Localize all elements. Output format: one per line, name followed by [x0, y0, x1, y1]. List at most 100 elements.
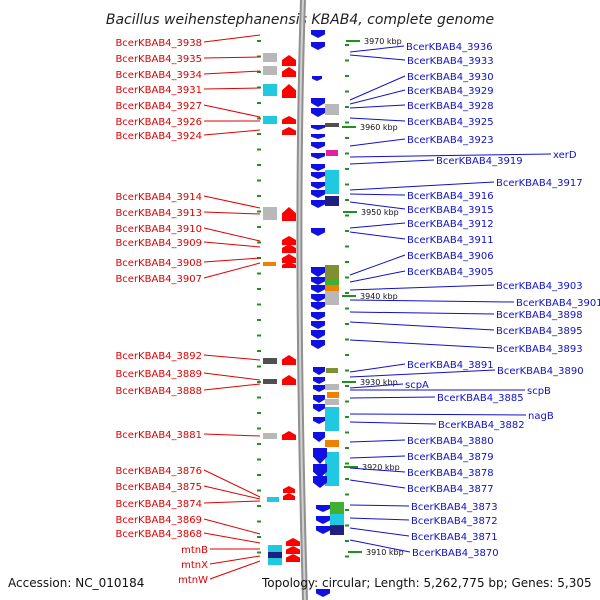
axis-tick [257, 350, 261, 352]
left-gene-leader-line [203, 500, 261, 504]
left-gene-leader-line [203, 56, 261, 59]
left-gene-leader-line [203, 70, 261, 75]
axis-tick [257, 427, 261, 430]
axis-tick [345, 245, 349, 248]
right-gene-label: BcerKBAB4_3923 [407, 135, 494, 146]
reverse-gene-arrow [311, 190, 325, 198]
gene-feature-block [325, 104, 339, 115]
left-gene-label: mtnW [178, 575, 208, 586]
kbp-tick-label: 3970 kbp [364, 37, 402, 46]
reverse-gene-arrow [311, 277, 325, 285]
left-gene-leader-line [203, 518, 261, 535]
right-gene-leader-line [349, 54, 406, 61]
reverse-gene-arrow [313, 367, 325, 375]
right-gene-label: nagB [528, 411, 554, 422]
axis-tick [257, 40, 261, 42]
left-gene-leader-line [203, 372, 261, 381]
axis-tick [257, 272, 261, 275]
forward-gene-arrow [282, 431, 296, 440]
forward-gene-arrow [283, 486, 295, 493]
axis-tick [257, 210, 261, 213]
axis-tick [345, 199, 349, 201]
reverse-gene-arrow [316, 516, 330, 524]
right-gene-label: BcerKBAB4_3906 [407, 251, 494, 262]
reverse-gene-arrow [313, 385, 325, 392]
right-gene-leader-line [349, 311, 495, 315]
reverse-gene-arrow [313, 377, 325, 384]
left-gene-label: BcerKBAB4_3910 [115, 224, 202, 235]
right-gene-leader-line [349, 45, 405, 53]
forward-gene-arrow [282, 116, 296, 124]
reverse-gene-arrow [311, 164, 325, 171]
left-gene-leader-line [203, 262, 261, 279]
right-gene-label: BcerKBAB4_3912 [407, 219, 494, 230]
kbp-tick-label: 3960 kbp [360, 123, 398, 132]
reverse-gene-arrow [311, 228, 325, 236]
axis-tick [345, 137, 349, 139]
right-gene-label: BcerKBAB4_3901 [516, 298, 600, 309]
axis-tick [345, 261, 349, 263]
right-gene-leader-line [349, 539, 411, 553]
axis-tick [345, 183, 349, 186]
accession-text: Accession: NC_010184 [8, 576, 144, 590]
axis-tick [345, 431, 349, 434]
axis-tick [257, 505, 261, 507]
reverse-gene-arrow [311, 200, 325, 208]
reverse-gene-arrow [311, 108, 325, 117]
axis-tick [257, 71, 261, 73]
kbp-tick-label: 3940 kbp [360, 292, 398, 301]
axis-tick [257, 117, 261, 120]
reverse-gene-arrow [311, 312, 325, 320]
right-gene-leader-line [349, 527, 410, 537]
left-gene-label: BcerKBAB4_3875 [115, 482, 202, 493]
left-gene-label: BcerKBAB4_3874 [115, 499, 202, 510]
left-gene-leader-line [203, 104, 261, 118]
gene-feature-block [330, 502, 344, 514]
forward-gene-arrow [282, 375, 296, 385]
axis-tick [345, 493, 349, 496]
axis-tick [257, 133, 261, 135]
right-gene-label: BcerKBAB4_3933 [407, 56, 494, 67]
reverse-gene-arrow [311, 172, 325, 179]
reverse-gene-arrow [311, 285, 325, 293]
right-gene-label: BcerKBAB4_3917 [496, 178, 583, 189]
gene-feature-block [267, 497, 279, 502]
axis-tick [345, 230, 349, 232]
left-gene-leader-line [209, 560, 261, 580]
right-gene-label: BcerKBAB4_3877 [407, 484, 494, 495]
forward-gene-arrow [283, 493, 295, 500]
right-gene-leader-line [349, 504, 410, 507]
right-gene-label: BcerKBAB4_3916 [407, 191, 494, 202]
left-gene-label: mtnX [181, 560, 208, 571]
right-gene-label: scpA [405, 380, 429, 391]
gene-features [263, 53, 344, 565]
right-gene-leader-line [349, 104, 406, 109]
right-gene-label: BcerKBAB4_3882 [438, 420, 525, 431]
axis-tick [345, 369, 349, 372]
left-gene-label: BcerKBAB4_3913 [115, 208, 202, 219]
left-gene-label: BcerKBAB4_3931 [115, 85, 202, 96]
left-gene-label: BcerKBAB4_3881 [115, 430, 202, 441]
gene-feature-block [263, 358, 277, 364]
reverse-gene-arrow [311, 134, 325, 139]
right-gene-leader-line [349, 339, 495, 349]
reverse-gene-arrow [312, 76, 322, 81]
axis-tick [257, 179, 261, 182]
gene-feature-block [330, 514, 344, 526]
left-gene-leader-line [209, 555, 261, 565]
axis-tick [257, 334, 261, 337]
forward-gene-arrow [282, 127, 296, 135]
axis-tick [257, 148, 261, 151]
right-gene-leader-line [349, 396, 436, 399]
forward-gene-arrow [282, 254, 296, 263]
right-gene-leader-line [349, 231, 406, 240]
forward-gene-arrow [282, 67, 296, 77]
gene-arrows [282, 30, 330, 597]
axis-tick [257, 536, 261, 538]
right-gene-label: BcerKBAB4_3879 [407, 452, 494, 463]
reverse-gene-arrow [311, 153, 325, 159]
gene-feature-block [325, 279, 339, 287]
reverse-gene-arrow [313, 404, 325, 412]
left-gene-label: BcerKBAB4_3907 [115, 274, 202, 285]
